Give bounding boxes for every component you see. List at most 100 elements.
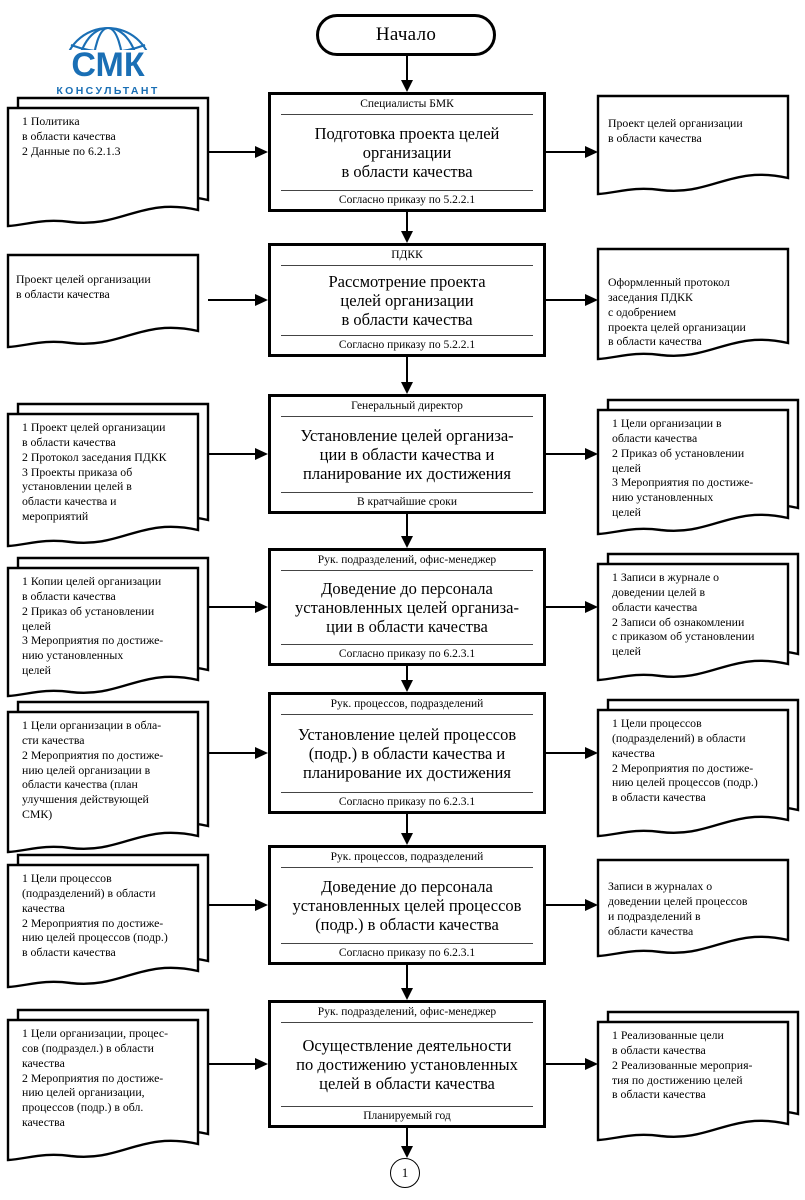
arrow-line-output-3 <box>546 453 585 455</box>
output-document-1-text: Проект целей организации в области качес… <box>608 116 743 145</box>
input-document-5-text: 1 Цели организации в обла- сти качества … <box>22 718 164 822</box>
arrow-line-output-1 <box>546 151 585 153</box>
output-document-1[interactable]: Проект целей организации в области качес… <box>596 94 798 204</box>
arrow-head-output-3 <box>585 448 598 460</box>
arrow-line-start <box>406 56 408 81</box>
process-2-actor: ПДКК <box>281 246 533 267</box>
arrow-line-output-6 <box>546 904 585 906</box>
process-3-actor: Генеральный директор <box>281 397 533 418</box>
output-document-5-text: 1 Цели процессов (подразделений) в облас… <box>612 716 758 805</box>
arrow-line-input-1 <box>208 151 256 153</box>
arrow-head-flow-5 <box>401 833 413 845</box>
process-2-body: Рассмотрение проекта целей организации в… <box>328 271 486 330</box>
output-document-7-text: 1 Реализованные цели в области качества … <box>612 1028 753 1102</box>
input-document-6-text: 1 Цели процессов (подразделений) в облас… <box>22 871 168 960</box>
arrow-line-flow-4 <box>406 666 408 681</box>
process-4-note: Согласно приказу по 6.2.3.1 <box>281 643 533 663</box>
process-6-note: Согласно приказу по 6.2.3.1 <box>281 942 533 962</box>
input-document-4-text: 1 Копии целей организации в области каче… <box>22 574 164 678</box>
start-terminator[interactable]: Начало <box>316 14 496 56</box>
output-document-3[interactable]: 1 Цели организации в области качества 2 … <box>596 398 800 536</box>
output-document-4[interactable]: 1 Записи в журнале о доведении целей в о… <box>596 552 800 682</box>
arrow-head-output-6 <box>585 899 598 911</box>
process-7-actor: Рук. подразделений, офис-менеджер <box>281 1003 533 1024</box>
arrow-head-input-5 <box>255 747 268 759</box>
arrow-line-input-5 <box>208 752 256 754</box>
arrow-head-start <box>401 80 413 92</box>
arrow-line-input-7 <box>208 1063 256 1065</box>
process-2-note: Согласно приказу по 5.2.2.1 <box>281 334 533 354</box>
process-3-body: Установление целей организа- ции в облас… <box>300 425 514 484</box>
logo-main-text: СМК <box>71 46 144 84</box>
process-5-note: Согласно приказу по 6.2.3.1 <box>281 791 533 811</box>
arrow-head-input-2 <box>255 294 268 306</box>
input-document-7[interactable]: 1 Цели организации, процес- сов (подразд… <box>6 1008 210 1162</box>
arrow-line-flow-7 <box>406 1128 408 1147</box>
arrow-line-flow-3 <box>406 514 408 537</box>
arrow-line-input-2 <box>208 299 256 301</box>
output-document-7[interactable]: 1 Реализованные цели в области качества … <box>596 1010 800 1142</box>
process-box-2[interactable]: ПДКК Рассмотрение проекта целей организац… <box>268 243 546 357</box>
process-1-body: Подготовка проекта целей организации в о… <box>314 123 500 182</box>
arrow-line-output-7 <box>546 1063 585 1065</box>
arrow-head-output-2 <box>585 294 598 306</box>
input-document-1-text: 1 Политика в области качества 2 Данные п… <box>22 114 121 158</box>
logo-sub-text: КОНСУЛЬТАНТ <box>56 85 159 97</box>
input-document-4[interactable]: 1 Копии целей организации в области каче… <box>6 556 210 698</box>
output-document-6[interactable]: Записи в журналах о доведении целей проц… <box>596 858 798 966</box>
arrow-head-input-7 <box>255 1058 268 1070</box>
arrow-line-flow-6 <box>406 965 408 989</box>
arrow-head-input-4 <box>255 601 268 613</box>
arrow-head-flow-4 <box>401 680 413 692</box>
arrow-head-flow-2 <box>401 382 413 394</box>
offpage-connector-label: 1 <box>401 1165 409 1180</box>
input-document-7-text: 1 Цели организации, процес- сов (подразд… <box>22 1026 169 1130</box>
arrow-head-input-6 <box>255 899 268 911</box>
arrow-line-input-6 <box>208 904 256 906</box>
input-document-1[interactable]: 1 Политика в области качества 2 Данные п… <box>6 96 210 228</box>
arrow-line-flow-1 <box>406 212 408 232</box>
process-6-body: Доведение до персонала установленных цел… <box>292 876 522 935</box>
input-document-6[interactable]: 1 Цели процессов (подразделений) в облас… <box>6 853 210 989</box>
arrow-line-input-4 <box>208 606 256 608</box>
process-6-actor: Рук. процессов, подразделений <box>281 848 533 869</box>
process-3-note: В кратчайшие сроки <box>281 491 533 511</box>
input-document-5[interactable]: 1 Цели организации в обла- сти качества … <box>6 700 210 854</box>
process-5-body: Установление целей процессов (подр.) в о… <box>297 724 517 783</box>
output-document-2[interactable]: Оформленный протокол заседания ПДКК с од… <box>596 247 798 369</box>
input-document-3-text: 1 Проект целей организации в области кач… <box>22 420 167 524</box>
arrow-line-flow-2 <box>406 357 408 383</box>
process-4-body: Доведение до персонала установленных цел… <box>295 578 519 637</box>
process-4-actor: Рук. подразделений, офис-менеджер <box>281 551 533 572</box>
arrow-line-output-5 <box>546 752 585 754</box>
process-1-note: Согласно приказу по 5.2.2.1 <box>281 189 533 209</box>
output-document-3-text: 1 Цели организации в области качества 2 … <box>612 416 754 520</box>
arrow-head-input-1 <box>255 146 268 158</box>
output-document-2-text: Оформленный протокол заседания ПДКК с од… <box>608 275 746 349</box>
arrow-line-input-3 <box>208 453 256 455</box>
process-7-note: Планируемый год <box>281 1105 533 1125</box>
arrow-head-output-4 <box>585 601 598 613</box>
arrow-head-flow-6 <box>401 988 413 1000</box>
start-label: Начало <box>375 24 437 45</box>
arrow-head-flow-7 <box>401 1146 413 1158</box>
offpage-connector-1[interactable]: 1 <box>390 1158 420 1188</box>
input-document-2-text: Проект целей организации в области качес… <box>16 272 151 301</box>
input-document-2[interactable]: Проект целей организации в области качес… <box>6 253 208 357</box>
output-document-5[interactable]: 1 Цели процессов (подразделений) в облас… <box>596 698 800 838</box>
arrow-line-flow-5 <box>406 814 408 834</box>
arrow-head-flow-1 <box>401 231 413 243</box>
output-document-6-text: Записи в журналах о доведении целей проц… <box>608 879 748 938</box>
arrow-head-output-5 <box>585 747 598 759</box>
input-document-3[interactable]: 1 Проект целей организации в области кач… <box>6 402 210 548</box>
arrow-head-input-3 <box>255 448 268 460</box>
arrow-line-output-2 <box>546 299 585 301</box>
arrow-head-output-1 <box>585 146 598 158</box>
